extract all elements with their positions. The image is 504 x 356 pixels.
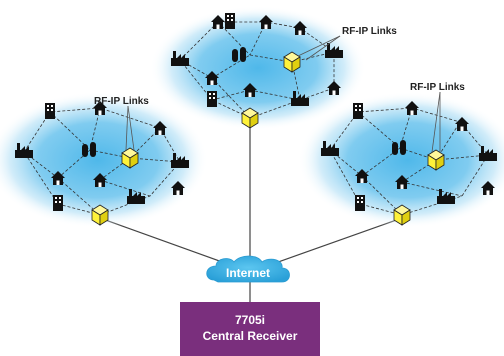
silo-icon	[232, 47, 246, 62]
house-icon	[51, 171, 65, 185]
network-node-cube-icon	[91, 204, 109, 226]
network-node-cube-icon	[241, 107, 259, 129]
cluster-left-icons	[15, 101, 189, 211]
house-icon	[355, 169, 369, 183]
factory-icon	[291, 91, 309, 106]
office-building-icon	[207, 91, 217, 107]
silo-icon	[82, 142, 96, 157]
house-icon	[455, 117, 469, 131]
house-icon	[205, 71, 219, 85]
house-icon	[481, 181, 495, 195]
rf-ip-links-label-right: RF-IP Links	[410, 82, 465, 93]
network-node-cube-icon	[393, 204, 411, 226]
house-icon	[395, 175, 409, 189]
network-node-cube-icon	[283, 51, 301, 73]
factory-icon	[479, 146, 497, 161]
office-building-icon	[355, 195, 365, 211]
factory-icon	[171, 153, 189, 168]
office-building-icon	[225, 13, 235, 29]
rf-ip-links-label-left: RF-IP Links	[94, 96, 149, 107]
factory-icon	[321, 141, 339, 156]
receiver-name-label: Central Receiver	[203, 329, 298, 343]
house-icon	[153, 121, 167, 135]
internet-cloud-icon: Internet	[206, 255, 290, 283]
central-receiver: 7705i Central Receiver	[180, 302, 320, 356]
house-icon	[93, 173, 107, 187]
factory-icon	[127, 189, 145, 204]
network-node-cube-icon	[427, 149, 445, 171]
cluster-top-glow	[150, 6, 366, 130]
cluster-right-icons	[321, 101, 497, 211]
node-cubes	[91, 51, 445, 226]
house-icon	[259, 15, 273, 29]
factory-icon	[325, 43, 343, 58]
factory-icon	[15, 143, 33, 158]
network-node-cube-icon	[121, 147, 139, 169]
office-building-icon	[53, 195, 63, 211]
house-icon	[171, 181, 185, 195]
rf-ip-links-label-top: RF-IP Links	[342, 26, 397, 37]
office-building-icon	[45, 103, 55, 119]
house-icon	[93, 101, 107, 115]
house-icon	[243, 83, 257, 97]
house-icon	[293, 21, 307, 35]
office-building-icon	[353, 103, 363, 119]
receiver-model-label: 7705i	[235, 313, 265, 327]
factory-icon	[171, 51, 189, 66]
house-icon	[211, 15, 225, 29]
house-icon	[327, 81, 341, 95]
rf-ip-callouts	[125, 35, 441, 153]
factory-icon	[437, 189, 455, 204]
house-icon	[405, 101, 419, 115]
cluster-top-icons	[171, 13, 343, 107]
internet-label: Internet	[226, 266, 270, 280]
silo-icon	[392, 140, 406, 155]
